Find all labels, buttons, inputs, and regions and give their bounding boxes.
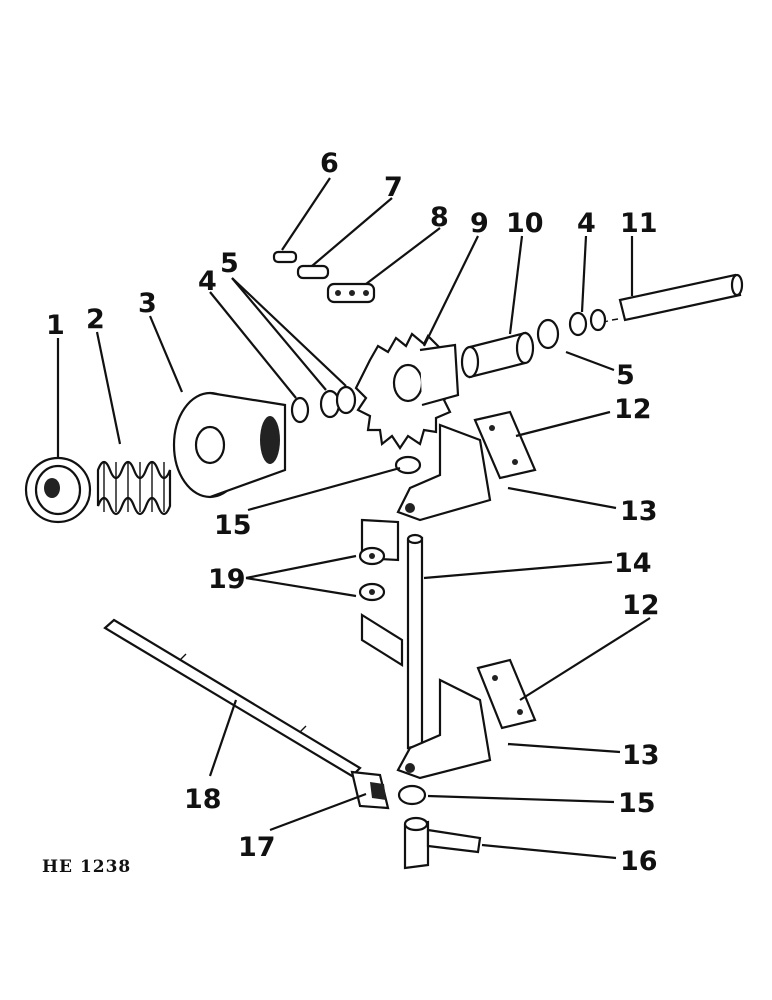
- callout-17: 17: [238, 832, 276, 863]
- part-4-snap-ring-right: [568, 308, 607, 337]
- part-6-chain-link: [272, 250, 298, 264]
- part-12-plate-lower: [476, 658, 537, 730]
- part-15-washer-lower: [397, 784, 427, 806]
- part-19-washers: [358, 518, 404, 667]
- callout-19: 19: [208, 564, 246, 595]
- part-8-chain: [326, 282, 376, 304]
- leader-lines: [56, 177, 651, 860]
- callout-12-upper: 12: [614, 394, 652, 425]
- callout-5-right: 5: [616, 360, 635, 391]
- callout-14: 14: [614, 548, 652, 579]
- callout-15-lower: 15: [618, 788, 656, 819]
- callout-labels: 1 2 3 4 5 6 7 8 9 10 4 11 5 12 13 15 14 …: [46, 148, 660, 877]
- part-14-rod: [406, 533, 424, 750]
- callout-11: 11: [620, 208, 658, 239]
- callout-6: 6: [320, 148, 339, 179]
- callout-18: 18: [184, 784, 222, 815]
- part-17-clevis: [350, 770, 390, 810]
- callout-7: 7: [384, 172, 403, 203]
- callout-3: 3: [138, 288, 157, 319]
- part-4-snap-ring: [290, 396, 310, 424]
- callout-5: 5: [220, 248, 239, 279]
- part-13-bracket-upper: [396, 423, 492, 522]
- part-5-washer-right: [536, 318, 560, 350]
- part-16-crank: [403, 816, 482, 870]
- part-3-hub: [172, 391, 287, 499]
- callout-4: 4: [198, 266, 217, 297]
- part-15-washer-upper: [394, 455, 422, 475]
- part-11-shaft: [603, 273, 744, 323]
- callout-2: 2: [86, 304, 105, 335]
- part-13-bracket-lower: [396, 678, 492, 780]
- part-10-bushing: [460, 331, 535, 379]
- part-9-sprocket: [354, 332, 460, 450]
- part-2-spring: [96, 460, 172, 516]
- callout-10: 10: [506, 208, 544, 239]
- part-18-link-rod: [103, 618, 362, 778]
- callout-16: 16: [620, 846, 658, 877]
- figure-code: HE 1238: [42, 857, 131, 877]
- part-1-pulley: [24, 456, 92, 524]
- callout-12-lower: 12: [622, 590, 660, 621]
- callout-15-upper: 15: [214, 510, 252, 541]
- callout-1: 1: [46, 310, 65, 341]
- part-12-plate-upper: [473, 410, 537, 480]
- callout-9: 9: [470, 208, 489, 239]
- callout-8: 8: [430, 202, 449, 233]
- callout-13-lower: 13: [622, 740, 660, 771]
- callout-4-right: 4: [577, 208, 596, 239]
- part-5-washers: [319, 385, 357, 419]
- part-7-chain-link: [296, 264, 330, 280]
- callout-13-upper: 13: [620, 496, 658, 527]
